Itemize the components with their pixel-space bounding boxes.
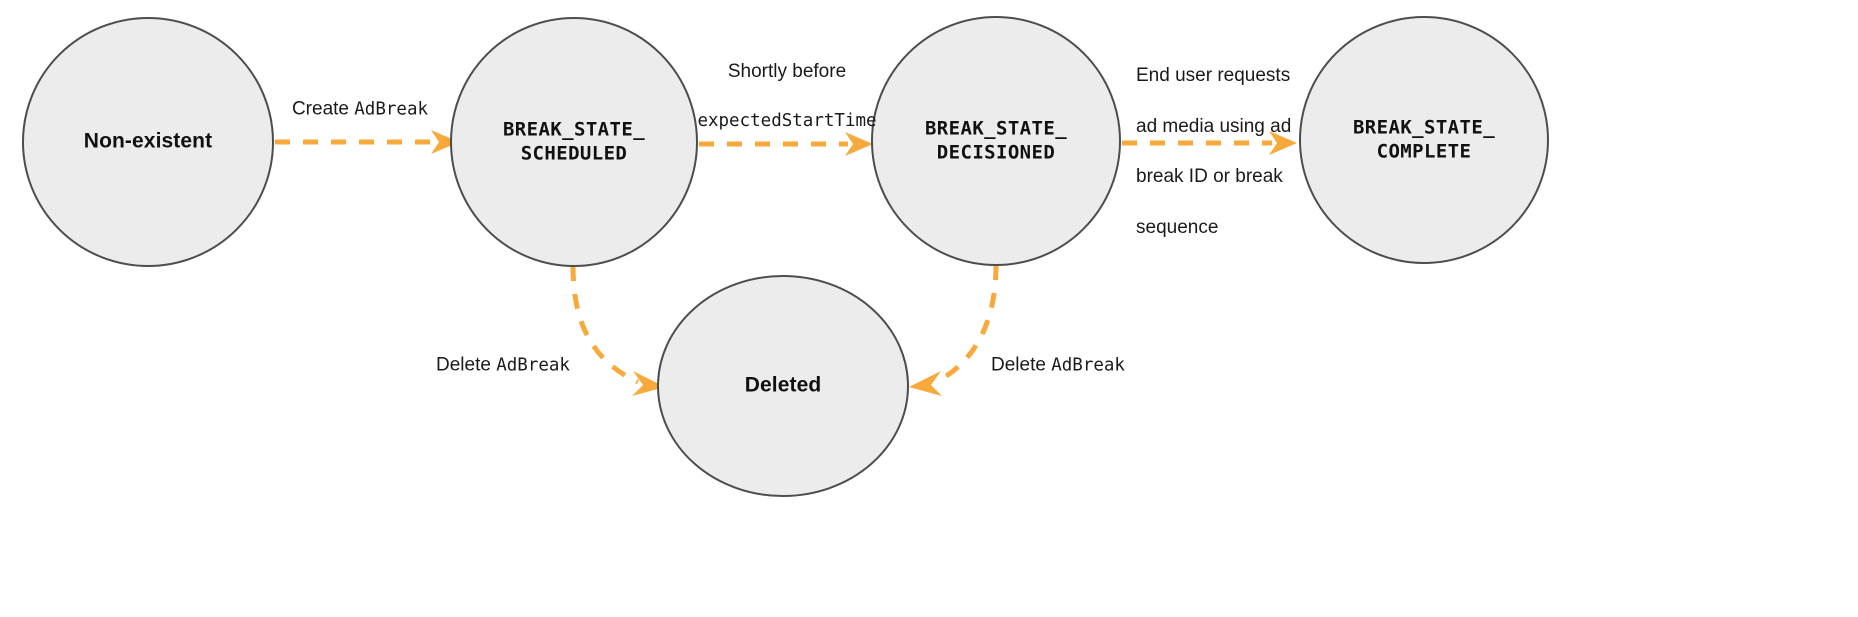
edge-shortly-before xyxy=(699,132,873,156)
edge-delete-from-decisioned-arrowhead xyxy=(909,371,942,396)
edge-label-end-user-requests-line-3: sequence xyxy=(1136,216,1219,238)
edge-label-delete-from-scheduled: Delete AdBreak xyxy=(436,328,570,379)
edge-shortly-before-arrowhead xyxy=(845,132,873,156)
edge-delete-from-scheduled xyxy=(570,265,665,396)
edge-label-create-adbreak-part-1: AdBreak xyxy=(354,100,429,120)
edge-label-shortly-before-line-1: expectedStartTime xyxy=(697,110,877,131)
edge-delete-from-decisioned-line xyxy=(934,264,999,385)
node-break-state-scheduled[interactable] xyxy=(450,17,698,267)
edge-create-adbreak xyxy=(275,130,459,154)
edge-label-end-user-requests: End user requests ad media using ad brea… xyxy=(1136,38,1291,265)
edge-label-create-adbreak-part-0: Create xyxy=(291,99,355,120)
edge-label-delete-from-decisioned: Delete AdBreak xyxy=(991,328,1125,379)
edge-end-user-requests-arrowhead xyxy=(1269,131,1297,155)
edge-label-shortly-before-line-0: Shortly before xyxy=(727,61,847,83)
edge-label-end-user-requests-line-2: break ID or break xyxy=(1136,166,1283,188)
edge-label-delete-from-scheduled-part-0: Delete xyxy=(436,355,497,376)
node-break-state-decisioned[interactable] xyxy=(871,16,1121,266)
edge-label-end-user-requests-line-0: End user requests xyxy=(1136,65,1291,87)
edge-delete-from-decisioned xyxy=(909,264,999,396)
edge-label-delete-from-decisioned-part-0: Delete xyxy=(991,355,1052,376)
edge-label-shortly-before: Shortly before expectedStartTime xyxy=(697,34,876,158)
node-non-existent[interactable] xyxy=(22,17,274,267)
edge-label-end-user-requests-line-1: ad media using ad xyxy=(1136,115,1292,137)
edge-delete-from-scheduled-line xyxy=(570,265,640,385)
node-break-state-complete[interactable] xyxy=(1299,16,1549,264)
edge-delete-from-scheduled-arrowhead xyxy=(632,371,665,396)
edge-label-delete-from-scheduled-part-1: AdBreak xyxy=(496,356,570,376)
edge-label-delete-from-decisioned-part-1: AdBreak xyxy=(1051,356,1125,376)
edge-create-adbreak-arrowhead xyxy=(431,130,459,154)
node-deleted[interactable] xyxy=(657,275,909,497)
edge-end-user-requests xyxy=(1122,131,1297,155)
edge-label-create-adbreak: Create AdBreak xyxy=(292,72,428,123)
